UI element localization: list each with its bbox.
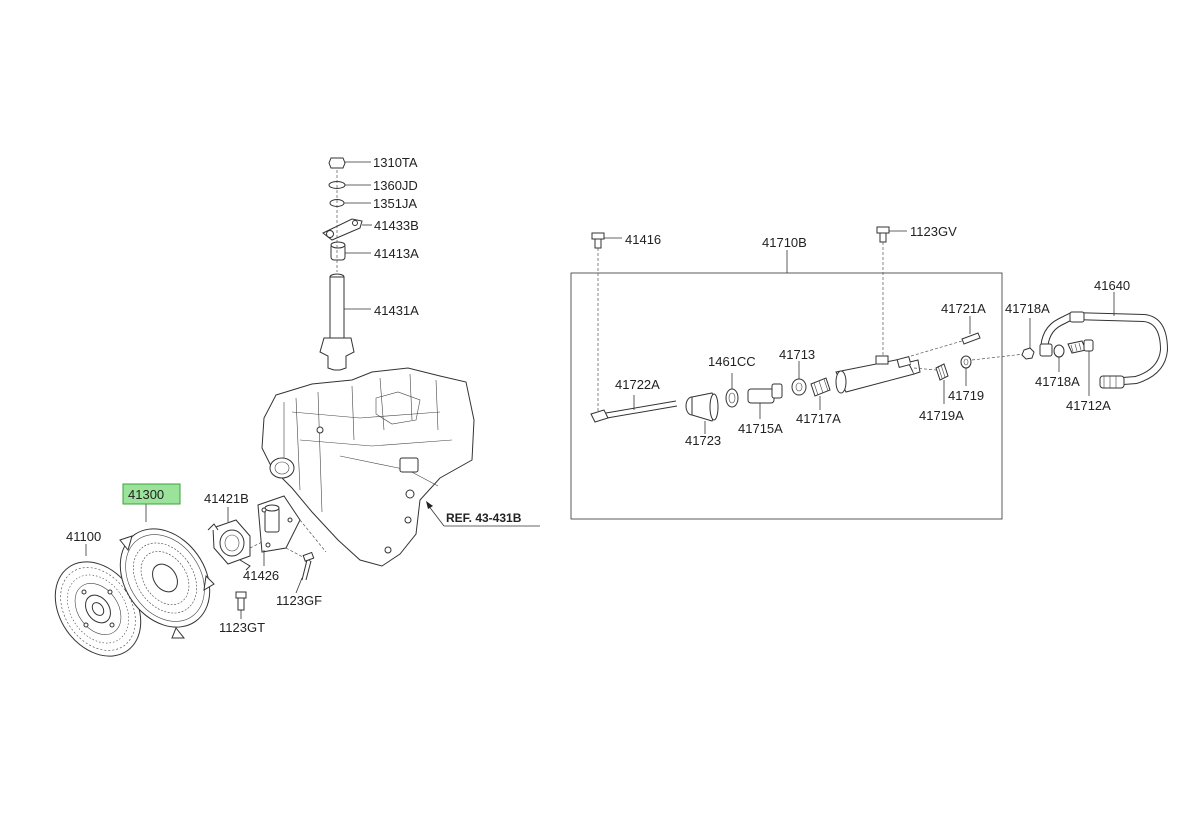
label-1123gv[interactable]: 1123GV: [910, 224, 957, 239]
label-41719a[interactable]: 41719A: [919, 408, 964, 423]
bolt-1123gv[interactable]: [876, 226, 890, 243]
label-1310ta[interactable]: 1310TA: [373, 155, 418, 170]
clutch-disc-41100[interactable]: [38, 545, 159, 672]
label-41719[interactable]: 41719: [948, 388, 984, 403]
bolt-1123gf[interactable]: [301, 551, 315, 581]
release-bearing-41421b[interactable]: [207, 519, 251, 571]
bolt-41416[interactable]: [591, 232, 605, 249]
ring-41719[interactable]: [960, 355, 972, 369]
ref-label[interactable]: REF. 43-431B: [446, 511, 522, 525]
label-1123gt[interactable]: 1123GT: [219, 620, 265, 635]
label-41413a[interactable]: 41413A: [374, 246, 419, 261]
bolt-41712a[interactable]: [1067, 339, 1094, 354]
label-41717a[interactable]: 41717A: [796, 411, 841, 426]
label-41718a-upper[interactable]: 41718A: [1005, 301, 1050, 316]
part-labels: 1310TA 1360JD 1351JA 41433B 41413A 41431…: [66, 155, 1130, 635]
label-41715a[interactable]: 41715A: [738, 421, 783, 436]
label-41721a[interactable]: 41721A: [941, 301, 986, 316]
label-1360jd[interactable]: 1360JD: [373, 178, 418, 193]
nut-1310ta[interactable]: [328, 157, 346, 169]
label-41713[interactable]: 41713: [779, 347, 815, 362]
washer-41718a-lower[interactable]: [1053, 344, 1065, 358]
push-rod-41722a[interactable]: [590, 400, 678, 423]
retainer-41426[interactable]: [257, 495, 301, 553]
reference-callout: [426, 501, 540, 527]
label-41712a[interactable]: 41712A: [1066, 398, 1111, 413]
ring-1461cc[interactable]: [725, 388, 739, 408]
piston-41715a[interactable]: [747, 383, 783, 404]
label-41100[interactable]: 41100: [66, 529, 101, 544]
boot-41723[interactable]: [685, 392, 719, 422]
label-41421b[interactable]: 41421B: [204, 491, 249, 506]
label-1461cc[interactable]: 1461CC: [708, 354, 756, 369]
label-41433b[interactable]: 41433B: [374, 218, 419, 233]
bolt-1123gt[interactable]: [235, 591, 247, 611]
label-41431a[interactable]: 41431A: [374, 303, 419, 318]
pressure-plate-41300[interactable]: [102, 512, 228, 645]
washer-41718a-upper[interactable]: [1021, 347, 1035, 360]
label-41718a-lower[interactable]: 41718A: [1035, 374, 1080, 389]
shift-shaft-assembly: [319, 157, 372, 371]
hose-41640[interactable]: [1039, 311, 1169, 389]
cylinder-assembly-frame: [570, 250, 1003, 520]
seal-41713[interactable]: [791, 378, 807, 396]
bleeder-41721a[interactable]: [961, 332, 981, 345]
label-41710b[interactable]: 41710B: [762, 235, 807, 250]
shaft-41431a[interactable]: [329, 276, 345, 340]
label-41723[interactable]: 41723: [685, 433, 721, 448]
label-1123gf[interactable]: 1123GF: [276, 593, 322, 608]
highlight-box-41300[interactable]: [122, 483, 181, 505]
label-41640[interactable]: 41640: [1094, 278, 1130, 293]
spring-41719a[interactable]: [935, 363, 949, 381]
label-41722a[interactable]: 41722A: [615, 377, 660, 392]
label-41426[interactable]: 41426: [243, 568, 279, 583]
spring-41717a[interactable]: [810, 377, 831, 397]
label-41300[interactable]: 41300: [128, 487, 164, 502]
transmission-case: [261, 367, 475, 567]
label-1351ja[interactable]: 1351JA: [373, 196, 417, 211]
cylinder-body[interactable]: [835, 355, 921, 394]
label-41416[interactable]: 41416: [625, 232, 661, 247]
